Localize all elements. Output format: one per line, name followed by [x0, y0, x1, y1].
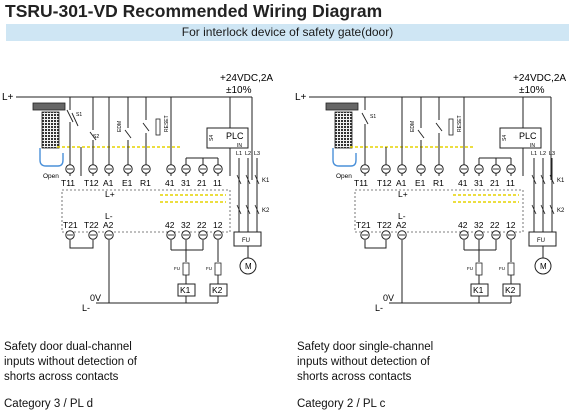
description-line: inputs without detection of — [4, 356, 137, 368]
phase-l2: L2 — [540, 151, 546, 157]
terminal-r1: R1 — [140, 178, 151, 188]
terminal-22: 22 — [197, 220, 207, 230]
terminal-t21: T21 — [63, 220, 78, 230]
edm-label: EDM — [410, 121, 416, 132]
terminal-a1: A1 — [103, 178, 114, 188]
terminal-21: 21 — [490, 178, 500, 188]
terminal-42: 42 — [458, 220, 468, 230]
terminal-t12: T12 — [377, 178, 392, 188]
motor: M — [540, 262, 547, 271]
terminal-e1: E1 — [415, 178, 426, 188]
l-minus-label: L- — [375, 303, 383, 313]
zero-v-label: 0V — [90, 293, 101, 303]
description-line: Safety door dual-channel — [4, 341, 132, 353]
s4-label: S4 — [209, 135, 215, 141]
description-line: shorts across contacts — [4, 371, 119, 383]
terminal-32: 32 — [474, 220, 484, 230]
fuse-main: FU — [537, 238, 545, 244]
fuse-small-1: FU — [467, 266, 473, 271]
terminal-a1: A1 — [396, 178, 407, 188]
coil-k1: K1 — [473, 285, 484, 295]
plc-label: PLC — [226, 131, 244, 141]
terminal-t22: T22 — [377, 220, 392, 230]
fuse-small-2: FU — [206, 266, 212, 271]
zero-v-label: 0V — [383, 293, 394, 303]
terminal-11: 11 — [506, 178, 515, 188]
side-k1: K1 — [262, 178, 270, 184]
description-dual: Safety door dual-channel inputs without … — [4, 340, 137, 385]
supply-label: +24VDC,2A — [513, 73, 566, 84]
phase-l3: L3 — [549, 151, 555, 157]
terminal-11: 11 — [213, 178, 222, 188]
diagram-dual-channel: +24VDC,2A ±10% L+ Open S1 S2 — [2, 73, 273, 313]
terminal-41: 41 — [165, 178, 175, 188]
edm-label: EDM — [117, 121, 123, 132]
terminal-22: 22 — [490, 220, 500, 230]
terminal-42: 42 — [165, 220, 175, 230]
terminal-t12: T12 — [84, 178, 99, 188]
fuse-main: FU — [242, 238, 250, 244]
terminal-t11: T11 — [61, 178, 75, 188]
reset-label: RESET — [164, 115, 170, 132]
terminal-t22: T22 — [84, 220, 99, 230]
coil-k1: K1 — [180, 285, 191, 295]
open-label: Open — [336, 173, 352, 180]
mid-l-plus: L+ — [398, 189, 408, 199]
tolerance-label: ±10% — [519, 85, 545, 96]
terminal-31: 31 — [474, 178, 484, 188]
terminal-e1: E1 — [122, 178, 133, 188]
plc-in-label: IN — [530, 143, 535, 149]
phase-l3: L3 — [254, 151, 260, 157]
motor: M — [245, 262, 252, 271]
plc-label: PLC — [519, 131, 537, 141]
diagram-single-channel: +24VDC,2A ±10% L+ Open S1 EDM RESET PLC … — [295, 73, 566, 313]
mid-l-minus: L- — [105, 211, 113, 221]
s2-label: S2 — [93, 134, 99, 140]
description-line: inputs without detection of — [297, 356, 430, 368]
terminal-a2: A2 — [103, 220, 114, 230]
description-line: shorts across contacts — [297, 371, 412, 383]
terminal-21: 21 — [197, 178, 207, 188]
side-k2: K2 — [557, 208, 565, 214]
terminal-r1: R1 — [433, 178, 444, 188]
phase-l1: L1 — [531, 151, 537, 157]
terminal-12: 12 — [506, 220, 516, 230]
terminal-41: 41 — [458, 178, 468, 188]
terminal-t21: T21 — [356, 220, 371, 230]
phase-l1: L1 — [236, 151, 242, 157]
terminal-12: 12 — [213, 220, 223, 230]
mid-l-minus: L- — [398, 211, 406, 221]
category-dual: Category 3 / PL d — [4, 398, 94, 410]
terminal-31: 31 — [181, 178, 191, 188]
l-plus-label: L+ — [295, 92, 307, 103]
l-minus-label: L- — [82, 303, 90, 313]
tolerance-label: ±10% — [226, 85, 252, 96]
category-single: Category 2 / PL c — [297, 398, 386, 410]
terminal-t11: T11 — [354, 178, 368, 188]
page-title: TSRU-301-VD Recommended Wiring Diagram — [5, 1, 383, 21]
mid-l-plus: L+ — [105, 189, 115, 199]
reset-label: RESET — [457, 115, 463, 132]
supply-label: +24VDC,2A — [220, 73, 273, 84]
coil-k2: K2 — [212, 285, 223, 295]
l-plus-label: L+ — [2, 92, 14, 103]
terminal-a2: A2 — [396, 220, 407, 230]
terminal-32: 32 — [181, 220, 191, 230]
description-line: Safety door single-channel — [297, 341, 434, 353]
side-k1: K1 — [557, 178, 565, 184]
subtitle-banner: For interlock device of safety gate(door… — [6, 24, 569, 41]
s1-label: S1 — [370, 114, 376, 120]
open-label: Open — [43, 173, 59, 180]
fuse-small-2: FU — [499, 266, 505, 271]
coil-k2: K2 — [505, 285, 516, 295]
fuse-small-1: FU — [174, 266, 180, 271]
side-k2: K2 — [262, 208, 270, 214]
phase-l2: L2 — [245, 151, 251, 157]
s1-label: S1 — [76, 112, 82, 118]
description-single: Safety door single-channel inputs withou… — [297, 340, 433, 385]
s4-label: S4 — [502, 135, 508, 141]
plc-in-label: IN — [237, 143, 242, 149]
